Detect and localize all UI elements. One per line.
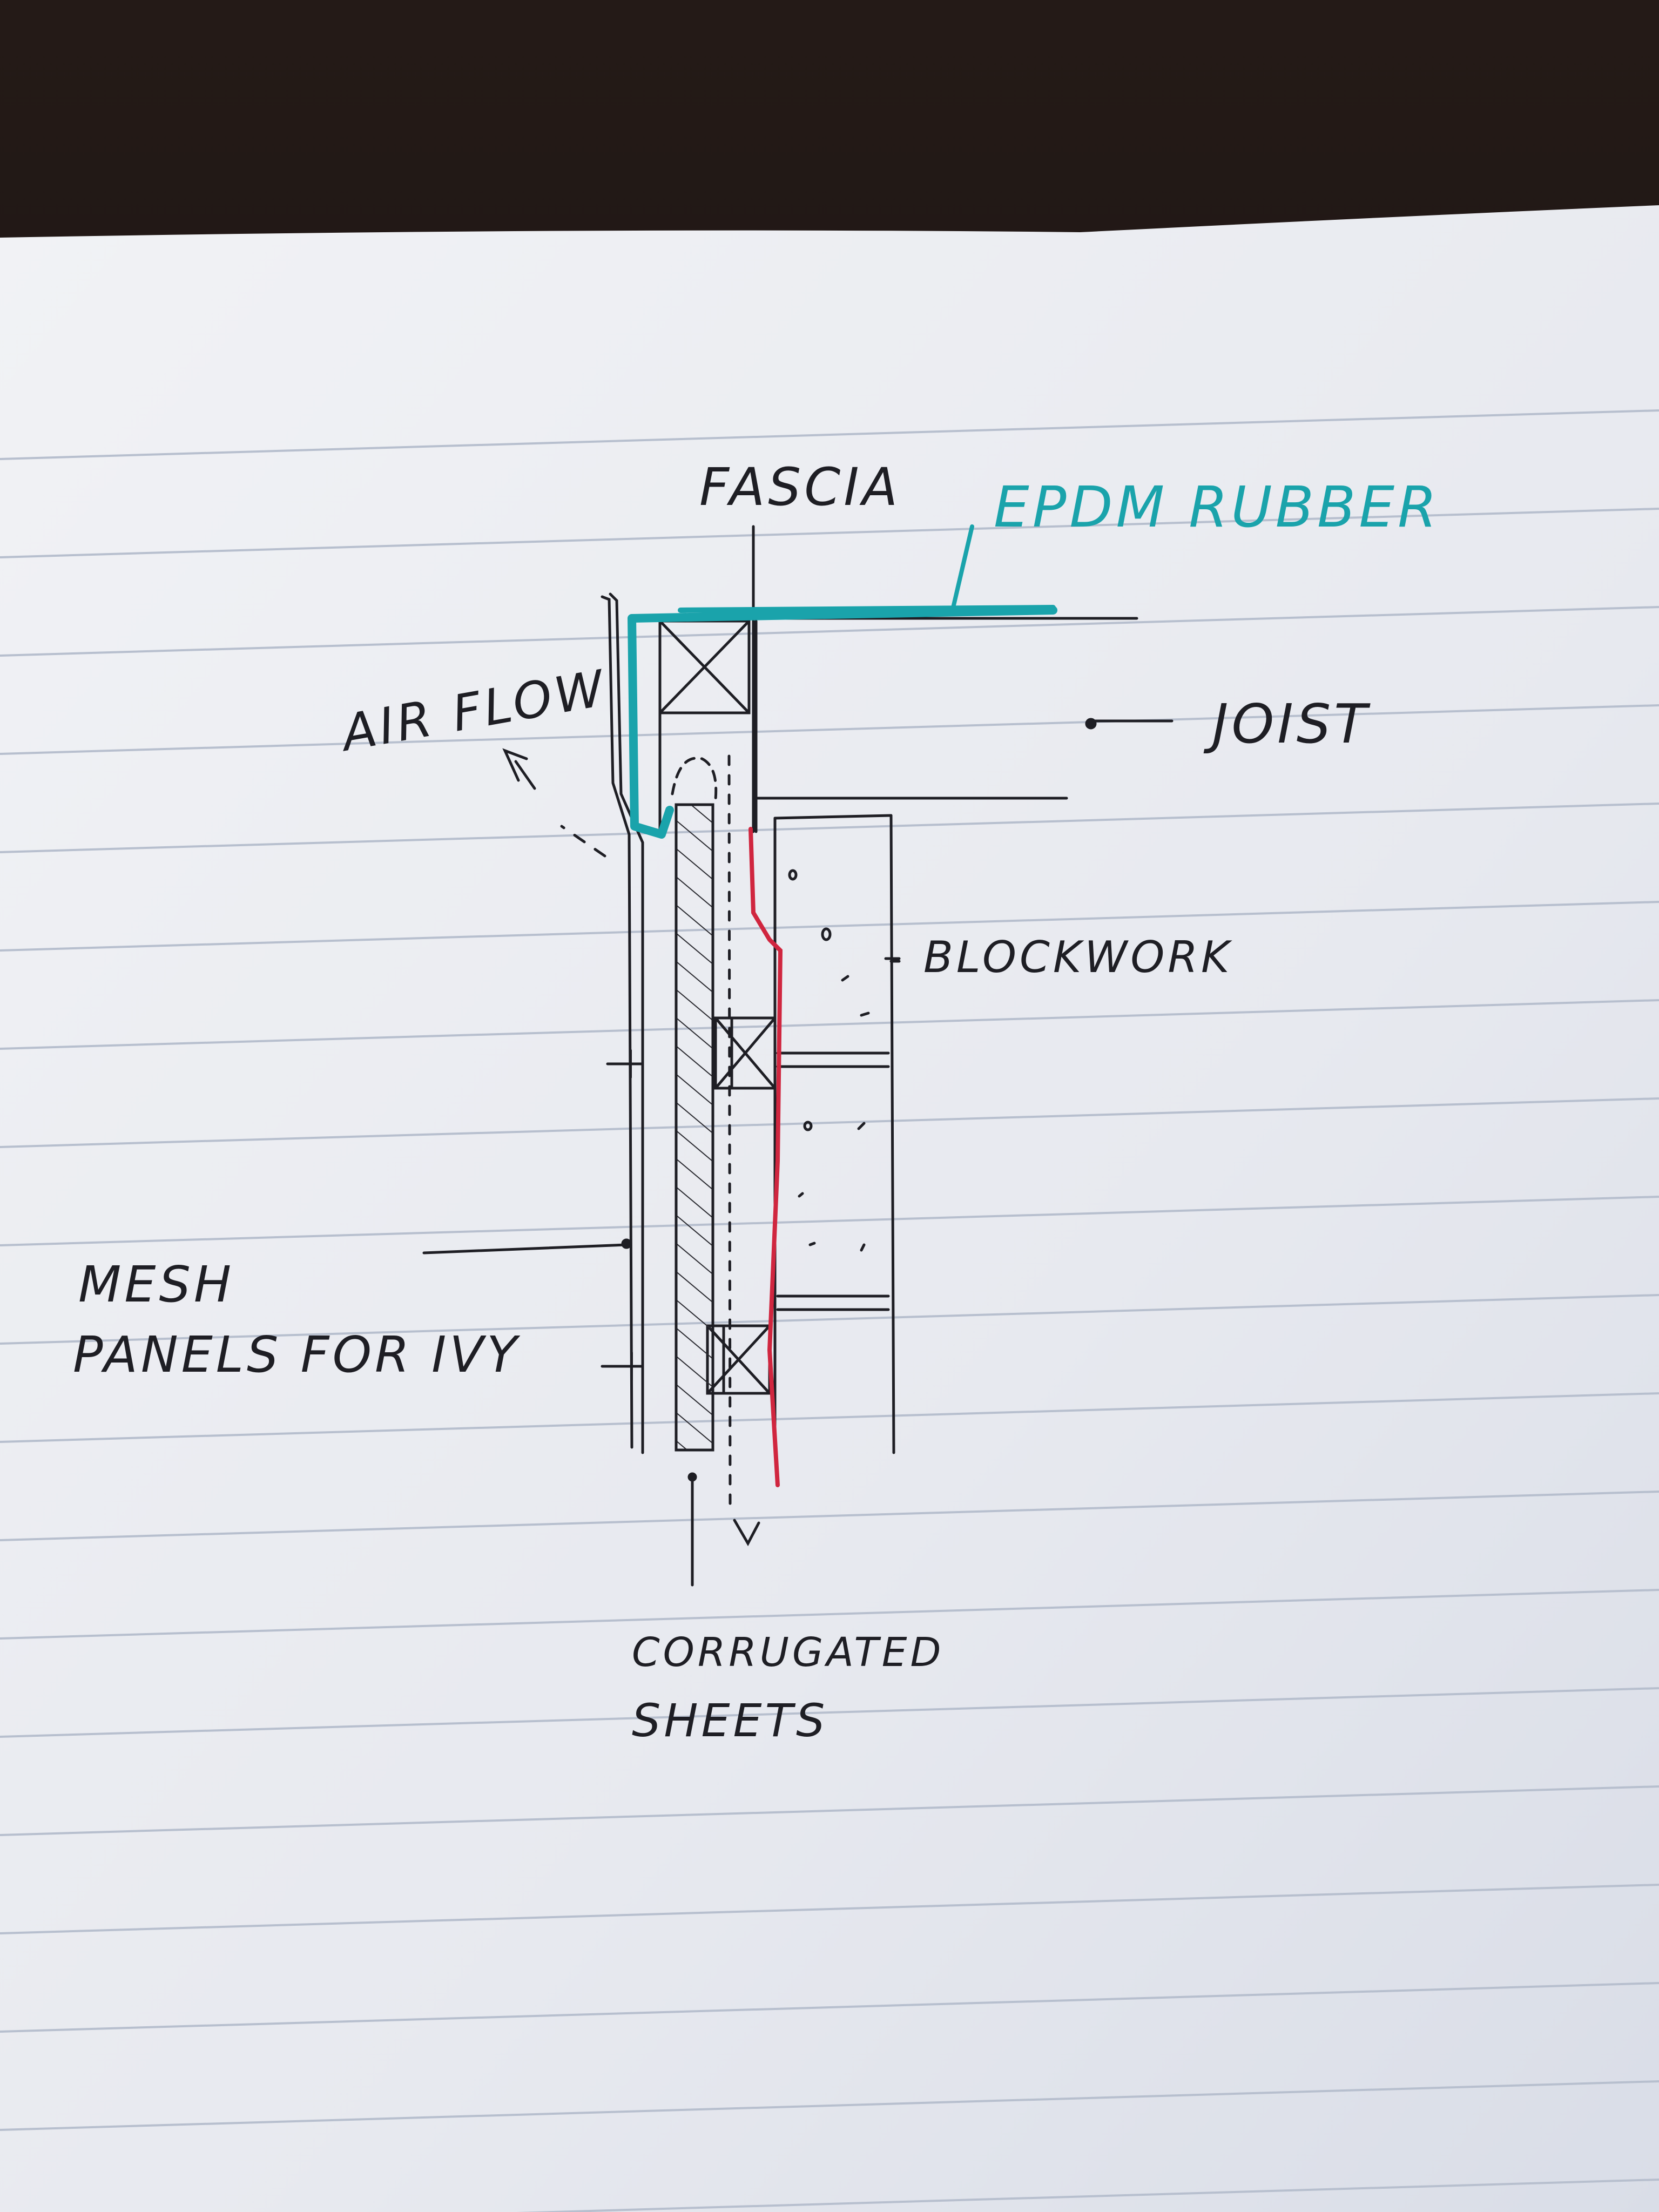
ruled-line	[0, 1589, 1659, 1640]
ruled-line	[0, 409, 1659, 460]
batten-upper	[714, 1016, 777, 1090]
ruled-line	[0, 901, 1659, 952]
ruled-lines	[0, 409, 1659, 2212]
mesh-panel	[601, 592, 644, 1454]
ruled-line	[516, 2179, 1659, 2212]
corrugated-top	[671, 757, 718, 801]
ruled-line	[0, 1491, 1659, 1541]
ruled-line	[0, 606, 1659, 657]
ruled-line	[0, 2080, 1659, 2131]
ruled-line	[0, 1884, 1659, 1934]
mesh-leader	[422, 1243, 628, 1255]
fascia-timber	[658, 619, 758, 833]
membrane-red-line	[748, 827, 783, 1487]
epdm-membrane	[628, 524, 1057, 839]
ruled-line	[0, 1196, 1659, 1246]
label-epdm-rubber: EPDM RUBBER	[994, 474, 1440, 540]
label-sheets: SHEETS	[632, 1694, 828, 1747]
cavity-line	[727, 754, 732, 1508]
blockwork	[773, 814, 901, 1454]
section-drawing	[422, 525, 1174, 1587]
label-corrugated: CORRUGATED	[632, 1629, 944, 1676]
ruled-line	[0, 1294, 1659, 1345]
ruled-line	[0, 1785, 1659, 1836]
ruled-line	[0, 704, 1659, 755]
ruled-line	[0, 802, 1659, 853]
label-panels-for-ivy: PANELS FOR IVY	[73, 1326, 521, 1384]
ruled-line	[0, 1982, 1659, 2033]
airflow-arrow	[560, 825, 606, 858]
ruled-line	[0, 1392, 1659, 1443]
label-fascia: FASCIA	[699, 457, 901, 517]
notebook-page	[0, 205, 1659, 2212]
ruled-line	[0, 1687, 1659, 1738]
label-mesh: MESH	[78, 1256, 234, 1313]
label-joist: JOIST	[1203, 692, 1371, 756]
corrugated-sheet	[675, 803, 714, 1452]
ruled-line	[0, 508, 1659, 558]
ruled-line	[0, 1097, 1659, 1148]
ruled-line	[0, 999, 1659, 1050]
label-blockwork: BLOCKWORK	[923, 932, 1232, 982]
